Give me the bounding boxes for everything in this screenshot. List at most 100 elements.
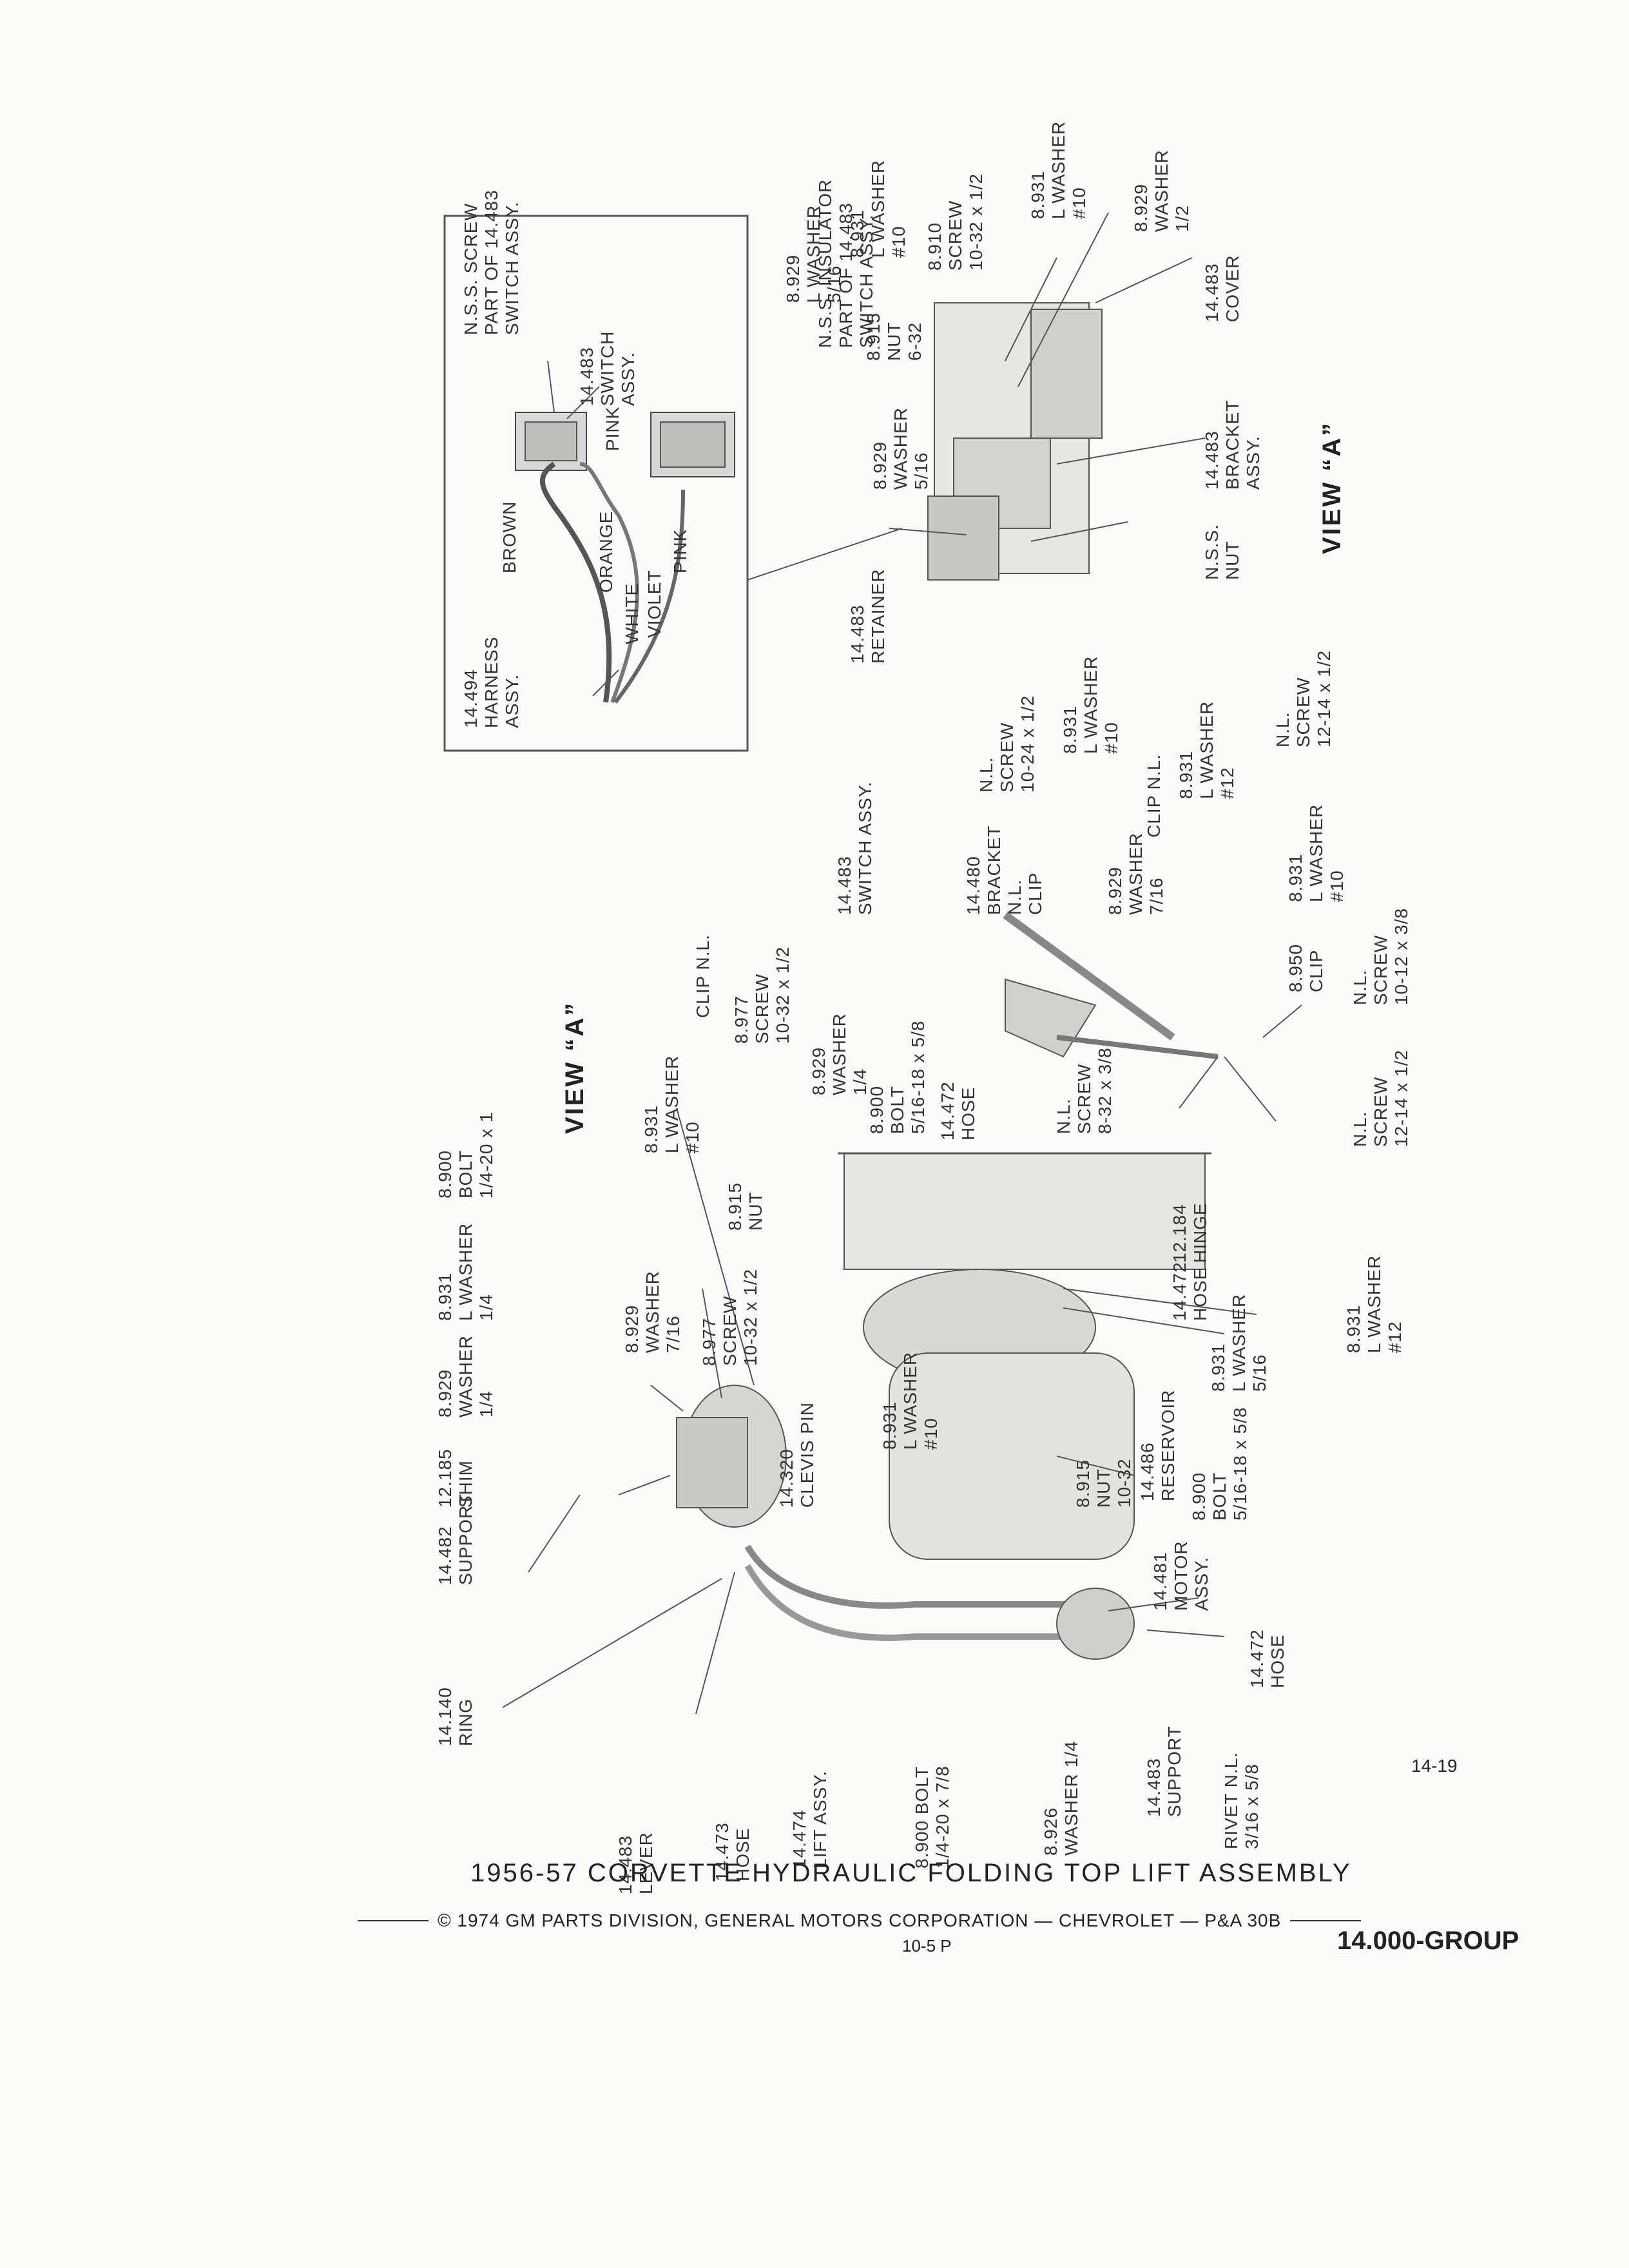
label-washer929-3: 1/4 <box>850 1068 870 1095</box>
leader-lever <box>695 1571 735 1715</box>
label-bracket-1: 14.483 <box>1202 430 1222 490</box>
label-washer926-1: 8.926 <box>1041 1807 1061 1856</box>
label-bolt14-1: 8.900 <box>435 1150 455 1198</box>
label-orange: ORANGE <box>596 511 616 593</box>
motor-body <box>889 1352 1135 1560</box>
shim-part <box>676 1417 748 1508</box>
view-a-leader-1 <box>1005 257 1057 361</box>
label-washer-516-3: 5/16 <box>911 452 931 490</box>
label-lwasher10a-3: #10 <box>1101 722 1121 754</box>
label-lwasher10a-2: L WASHER <box>1081 656 1101 754</box>
label-lever-1: 14.483 <box>615 1835 635 1894</box>
label-washer-516-2: WASHER <box>891 407 911 490</box>
label-shim-2: SHIM <box>456 1460 476 1508</box>
label-screw-nl4-1: N.L. <box>1350 1111 1370 1147</box>
leader-shim <box>618 1475 671 1495</box>
inset-leader-screw <box>547 360 555 413</box>
label-bolt900b-1: 8.900 <box>1189 1472 1209 1521</box>
label-ring-1: 14.140 <box>435 1687 455 1746</box>
label-bolt900-1: 8.900 <box>867 1086 887 1134</box>
label-lift-2: LIFT ASSY. <box>810 1771 830 1869</box>
label-washer10-top-3: #10 <box>1069 187 1089 219</box>
hinge-plate <box>843 1153 1206 1270</box>
label-washer926-2: WASHER 1/4 <box>1061 1740 1081 1856</box>
label-cover-1: 14.483 <box>1202 263 1222 322</box>
label-hose-upper-2: HOSE <box>958 1087 978 1140</box>
leader-clip <box>1262 1004 1302 1038</box>
caption-page: 10-5 P <box>902 1936 952 1956</box>
label-nss-screw-3: SWITCH ASSY. <box>502 201 522 335</box>
label-lwasher516-2: L WASHER <box>1229 1294 1249 1392</box>
label-screw-top-1: 8.910 <box>925 222 945 271</box>
label-bolt900-2: BOLT <box>887 1086 907 1134</box>
label-washer-half-3: 1/2 <box>1172 205 1192 232</box>
view-a-cover <box>1030 309 1103 439</box>
label-switch-assy-main-2: SWITCH ASSY. <box>855 781 875 915</box>
label-screw-nl1-2: SCREW <box>997 722 1017 793</box>
leader-hose-b <box>1108 1597 1199 1611</box>
label-lwasher14-2: L WASHER <box>456 1223 476 1321</box>
label-motor-3: ASSY. <box>1191 1557 1211 1611</box>
label-lwasher-516-1: 8.929 <box>783 255 803 303</box>
label-switch-assy-main-1: 14.483 <box>834 856 854 915</box>
label-washer-516-1: 8.929 <box>870 441 890 490</box>
label-fastener-inner-1: 8.931 <box>880 1401 900 1450</box>
label-washer716-2: WASHER <box>1126 832 1146 915</box>
label-retainer-2: RETAINER <box>868 569 888 664</box>
view-a-leader-3 <box>1095 257 1193 303</box>
caption-copyright-row: © 1974 GM PARTS DIVISION, GENERAL MOTORS… <box>358 1910 1362 1931</box>
label-retainer-1: 14.483 <box>847 604 867 664</box>
label-hinge-2: HINGE <box>1190 1202 1210 1263</box>
label-pink-top: PINK <box>602 407 622 451</box>
label-fastener-inner-3: #10 <box>921 1418 941 1450</box>
label-bracket480-1: 14.480 <box>963 856 983 915</box>
label-washer10b-1: 8.931 <box>847 209 867 258</box>
label-white: WHITE <box>622 583 642 644</box>
label-screw-top-3: 10-32 x 1/2 <box>966 173 986 271</box>
label-hinge-1: 12.184 <box>1170 1204 1190 1263</box>
view-a-assembly <box>889 212 1206 581</box>
label-washer10-top-2: L WASHER <box>1048 121 1068 219</box>
label-bracket480-2: BRACKET <box>984 825 1004 915</box>
label-switch-assy-1: 14.483 <box>577 347 597 406</box>
label-washer14-3: 1/4 <box>476 1390 496 1418</box>
label-screw-nl5-1: N.L. <box>1054 1099 1074 1134</box>
label-clip950-1: 8.950 <box>1286 944 1306 992</box>
label-nss-nut-1: N.S.S. <box>1202 524 1222 580</box>
label-washer-half-1: 8.929 <box>1131 184 1151 232</box>
label-bolt900b-2: BOLT <box>1210 1472 1229 1521</box>
inset-labels: N.S.S. SCREW PART OF 14.483 SWITCH ASSY.… <box>461 189 690 728</box>
main-labels: VIEW “A” 14.140 RING 14.482 SUPPORT 12.1… <box>435 650 1411 1894</box>
label-bracket480-4: CLIP <box>1025 872 1045 915</box>
label-hose473-1: 14.473 <box>712 1822 732 1881</box>
view-a-leader-5 <box>889 528 967 535</box>
label-washer14-1: 8.929 <box>435 1369 455 1418</box>
label-lwasher10b-1: 8.931 <box>1286 854 1306 902</box>
label-nut915-2: NUT <box>1094 1468 1113 1508</box>
switch-rod <box>1003 912 1175 1041</box>
label-insulator-3: SWITCH ASSY. <box>856 214 876 348</box>
label-screw-nl2-3: 12-14 x 1/2 <box>1314 650 1334 747</box>
label-lwasher12b-2: L WASHER <box>1364 1255 1384 1353</box>
label-support483-1: 14.483 <box>1144 1758 1164 1817</box>
inset-leader-switch <box>566 386 600 419</box>
leader-lwasher <box>702 1288 722 1399</box>
label-screw-nl4-2: SCREW <box>1371 1077 1391 1147</box>
label-reservoir-2: RESERVOIR <box>1158 1390 1178 1501</box>
view-a-leader-4 <box>1056 437 1206 465</box>
label-lever-2: LEVER <box>636 1832 656 1894</box>
label-lwasher12b-3: #12 <box>1385 1321 1405 1353</box>
label-hose473-2: HOSE <box>733 1828 753 1881</box>
label-lift-1: 14.474 <box>789 1809 809 1869</box>
view-a-labels: N.S.S. INSULATOR PART OF 14.483 SWITCH A… <box>783 121 1346 664</box>
label-lwasher14-1: 8.931 <box>435 1273 455 1321</box>
label-washer716-left-3: 7/16 <box>663 1316 683 1354</box>
label-screw-nl2-2: SCREW <box>1293 677 1313 747</box>
label-lwasher-516-2: L WASHER <box>804 205 824 303</box>
view-a-leader-2 <box>1017 212 1109 387</box>
inset-leader-harness <box>592 669 619 697</box>
label-lwasher10a-1: 8.931 <box>1060 706 1080 754</box>
label-lwasher10-left-2: L WASHER <box>662 1055 682 1153</box>
view-a-leader-6 <box>1030 521 1128 542</box>
label-nss-screw-2: PART OF 14.483 <box>481 189 501 335</box>
